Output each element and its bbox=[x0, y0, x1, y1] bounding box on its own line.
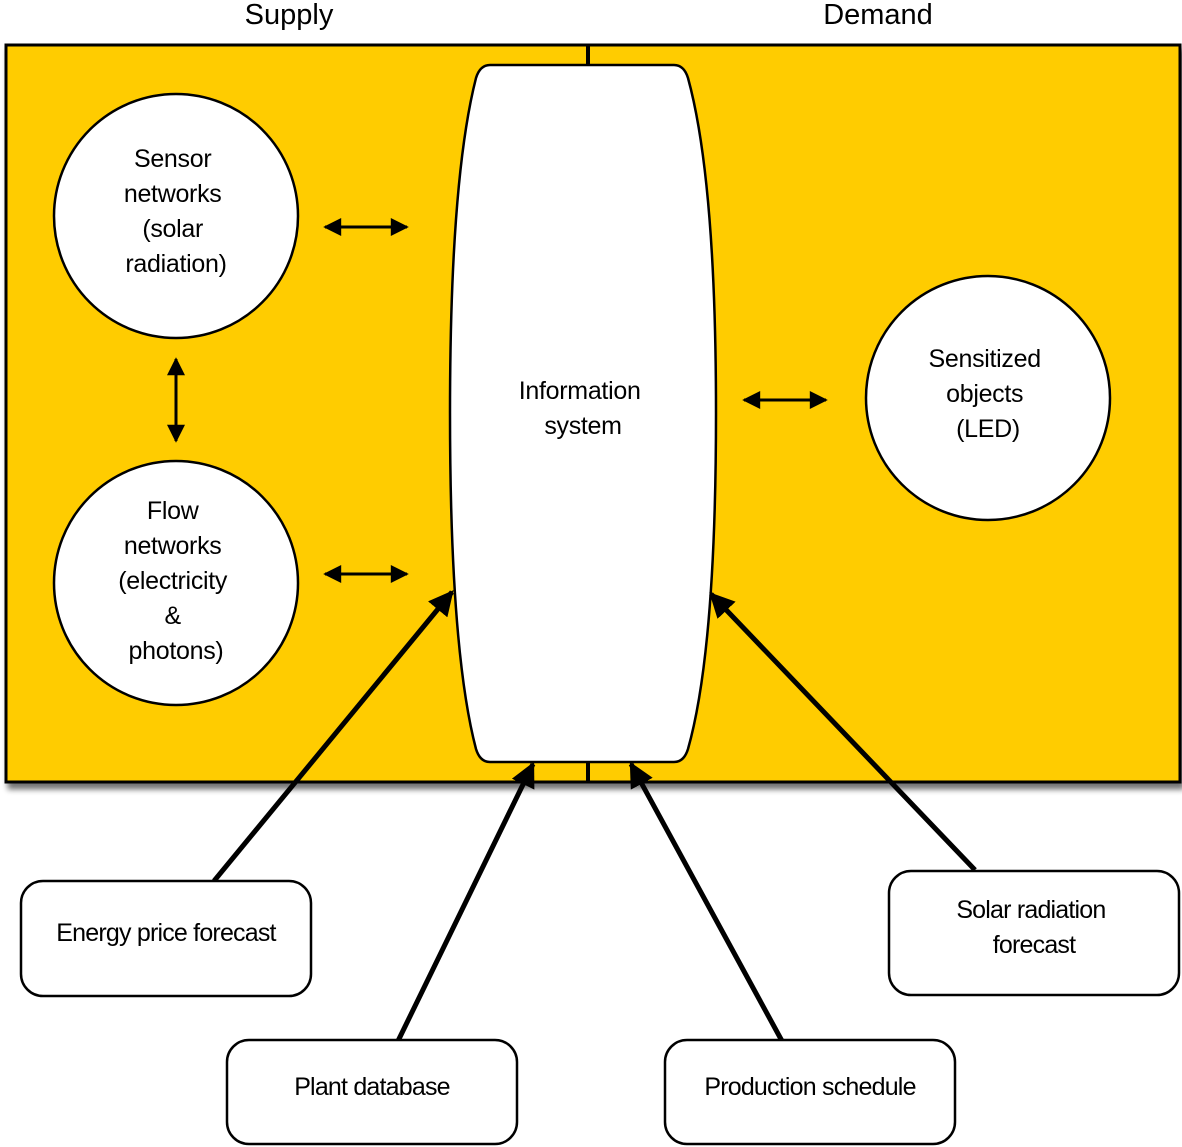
information-system-node[interactable] bbox=[448, 63, 718, 764]
plant-database-arrow bbox=[395, 761, 536, 1043]
plant-database-box[interactable] bbox=[225, 1038, 519, 1146]
solar-radiation-forecast-box[interactable] bbox=[887, 869, 1181, 997]
solar-radiation-forecast-label: Solar radiation forecast bbox=[956, 896, 1111, 959]
flow-networks-node[interactable] bbox=[52, 459, 300, 707]
sensitized-objects-label: Sensitized objects (LED) bbox=[928, 345, 1047, 443]
supply-header: Supply bbox=[245, 0, 334, 31]
flow-networks-label: Flow networks (electricity & photons) bbox=[118, 497, 234, 665]
energy-price-forecast-label: Energy price forecast bbox=[56, 919, 276, 947]
energy-price-forecast-box[interactable] bbox=[19, 879, 313, 998]
production-schedule-arrow bbox=[628, 761, 785, 1043]
energy-price-arrow bbox=[212, 590, 454, 883]
solar-forecast-arrow bbox=[709, 592, 977, 872]
information-system-label: Information system bbox=[519, 377, 647, 440]
production-schedule-label: Production schedule bbox=[704, 1073, 915, 1101]
sensor-networks-label: Sensor networks (solar radiation) bbox=[124, 145, 228, 278]
demand-header: Demand bbox=[823, 0, 933, 31]
sensor-networks-node[interactable] bbox=[52, 92, 300, 340]
plant-database-label: Plant database bbox=[294, 1073, 450, 1101]
sensitized-objects-node[interactable] bbox=[864, 274, 1112, 522]
production-schedule-box[interactable] bbox=[663, 1038, 957, 1146]
